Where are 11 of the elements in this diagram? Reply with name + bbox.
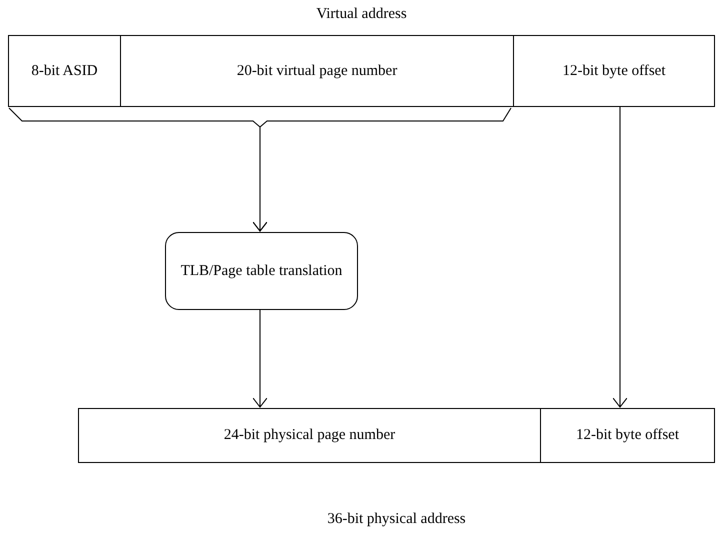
arrow [612,106,628,408]
arrow [252,310,268,408]
bit-field: 12-bit byte offset [540,408,715,463]
bit-field: 20-bit virtual page number [120,35,514,107]
process-box: TLB/Page table translation [165,232,358,310]
bit-field: 24-bit physical page number [78,408,541,463]
register-title: 36-bit physical address [326,511,467,528]
bit-field: 8-bit ASID [8,35,121,107]
register-title: Virtual address [315,6,408,23]
arrow [252,108,512,232]
bit-field: 12-bit byte offset [513,35,715,107]
